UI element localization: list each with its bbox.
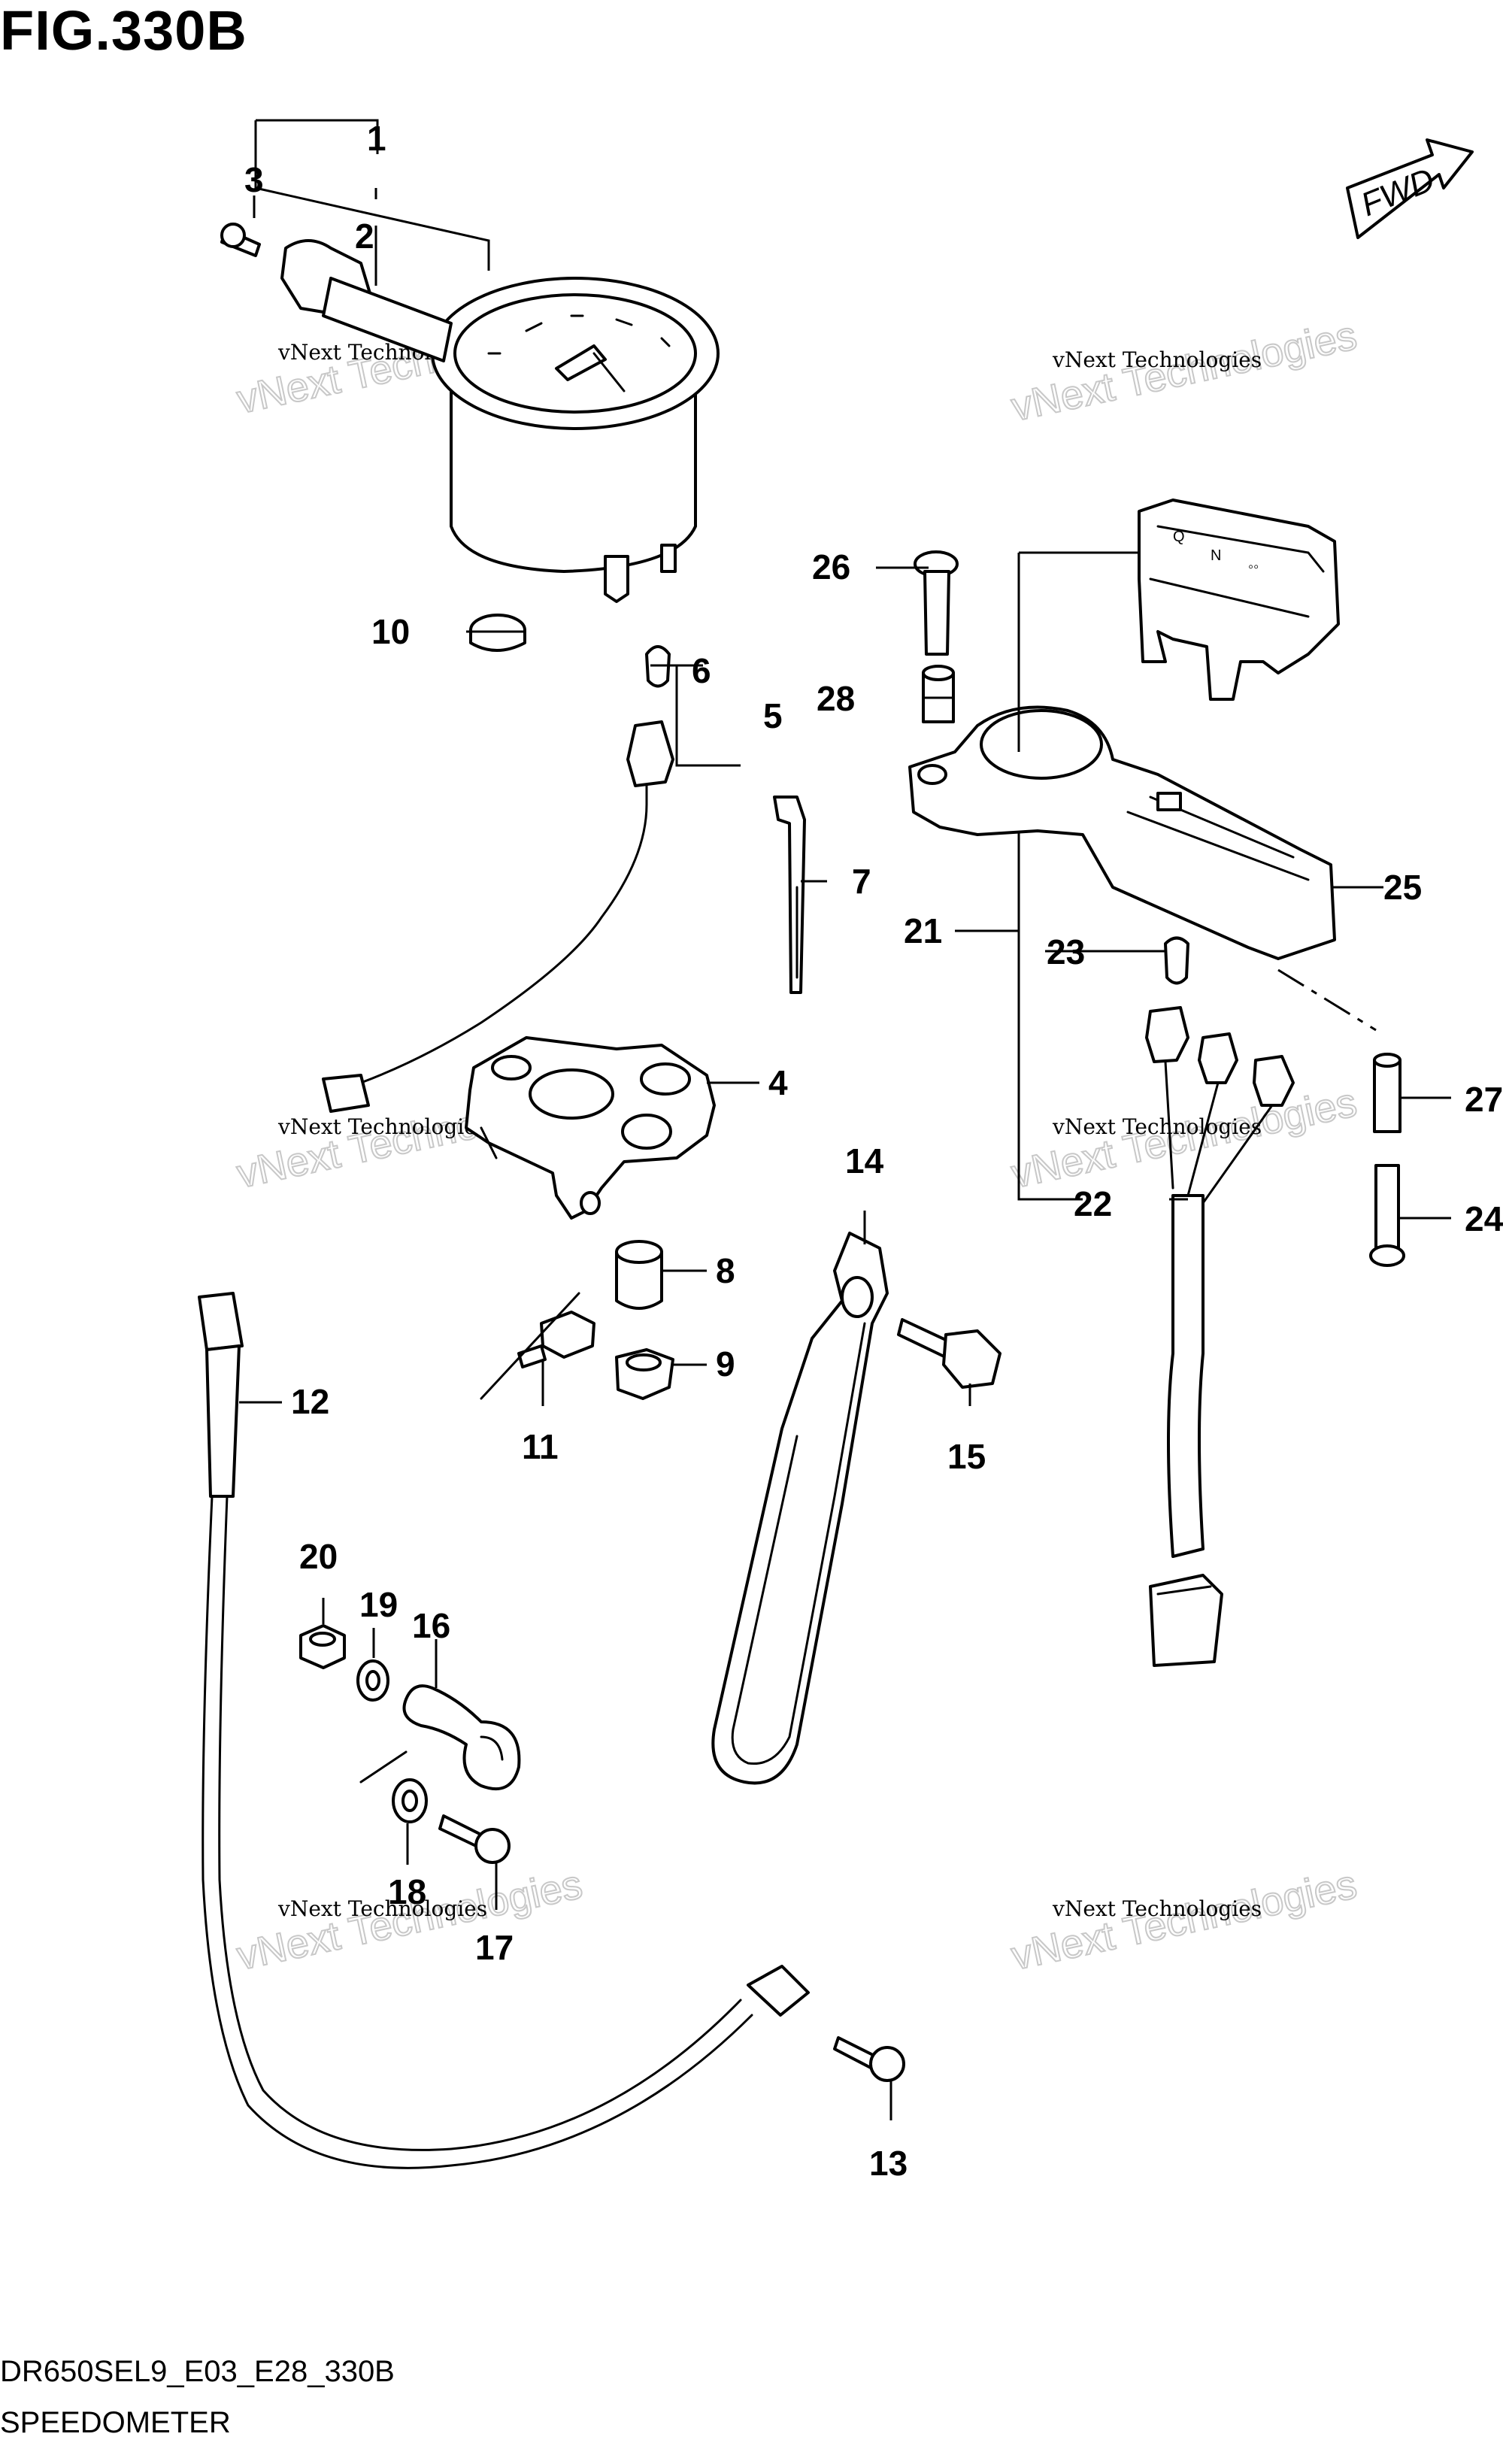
meter-bracket [465, 1036, 716, 1220]
svg-text:◦◦: ◦◦ [1248, 559, 1259, 575]
bolt [480, 1292, 595, 1400]
callout-5: 5 [763, 696, 783, 735]
svg-text:vNext Technologies: vNext Technologies [1052, 1114, 1262, 1139]
callout-3: 3 [244, 160, 264, 199]
callout-2: 2 [355, 217, 374, 256]
screw [914, 550, 959, 656]
indicator-case: Q N ◦◦ [1138, 499, 1340, 701]
callout-21: 21 [904, 911, 942, 950]
section-name: SPEEDOMETER [0, 2406, 231, 2439]
indicator-assembly [908, 705, 1336, 960]
callout-12: 12 [291, 1382, 329, 1421]
bulb [1164, 936, 1189, 985]
svg-text:Q: Q [1173, 529, 1185, 545]
cushion [615, 1240, 663, 1310]
figure-title: FIG.330B [0, 0, 247, 62]
callout-15: 15 [947, 1437, 986, 1476]
nut [615, 1348, 674, 1400]
screw [1369, 1164, 1405, 1267]
callout-22: 22 [1074, 1184, 1112, 1223]
meter-knob [280, 239, 453, 362]
callout-20: 20 [299, 1537, 338, 1576]
cable-guide [711, 1232, 889, 1785]
callout-14: 14 [845, 1141, 884, 1180]
svg-text:vNext Technologies: vNext Technologies [277, 1114, 487, 1139]
washer [356, 1659, 389, 1702]
svg-text:N: N [1211, 547, 1221, 564]
cap [469, 614, 526, 652]
callout-10: 10 [371, 612, 410, 651]
callout-18: 18 [388, 1872, 426, 1911]
svg-text:vNext Technologies: vNext Technologies [277, 1896, 487, 1921]
callout-27: 27 [1465, 1080, 1503, 1119]
callout-25: 25 [1383, 868, 1422, 907]
callout-24: 24 [1465, 1199, 1503, 1238]
clamp-tie [773, 796, 806, 994]
callout-23: 23 [1047, 932, 1085, 971]
callout-9: 9 [716, 1344, 735, 1384]
bolt [897, 1318, 1001, 1389]
callout-7: 7 [852, 862, 871, 901]
leader-lines [239, 119, 1451, 2120]
svg-text:vNext Technologies: vNext Technologies [1052, 347, 1262, 372]
callout-13: 13 [869, 2144, 908, 2183]
spacer [922, 665, 955, 723]
washer [392, 1778, 428, 1823]
callout-19: 19 [359, 1585, 398, 1624]
callout-1: 1 [367, 119, 386, 158]
model-code: DR650SEL9_E03_E28_330B [0, 2355, 395, 2388]
callout-8: 8 [716, 1251, 735, 1290]
fwd-arrow-badge: FWD [1346, 138, 1474, 239]
callout-labels: 1 2 3 4 5 6 7 8 9 10 11 12 13 14 15 16 1… [244, 119, 1503, 2183]
socket-assembly [322, 720, 674, 1113]
callout-4: 4 [768, 1063, 788, 1102]
callout-26: 26 [812, 547, 850, 586]
speedometer-assembly [431, 277, 720, 603]
screw [833, 2036, 905, 2082]
callout-28: 28 [817, 679, 855, 718]
wire-harness [1145, 1006, 1295, 1667]
callout-11: 11 [522, 1427, 559, 1466]
speedometer-cable [198, 1292, 810, 2169]
spacer [1373, 1053, 1401, 1133]
screw [359, 1750, 511, 1864]
callout-16: 16 [412, 1606, 450, 1645]
callout-6: 6 [692, 651, 711, 690]
callout-17: 17 [475, 1928, 514, 1967]
screw [220, 223, 261, 257]
cable-clamp [402, 1684, 521, 1790]
svg-text:vNext Technologies: vNext Technologies [1052, 1896, 1262, 1921]
nut [299, 1624, 346, 1669]
